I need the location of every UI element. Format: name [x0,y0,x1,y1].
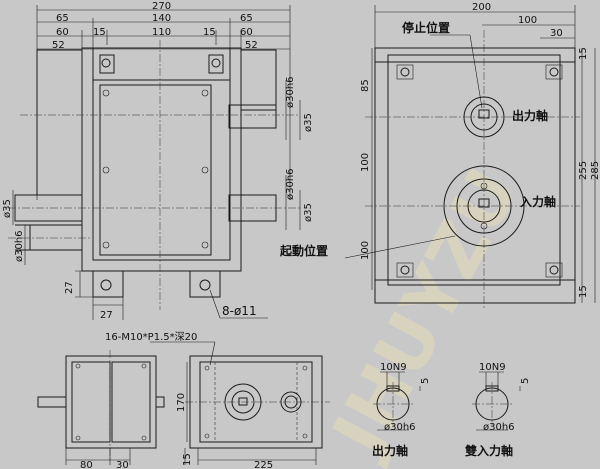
side-dim-100: 100 [518,15,537,26]
dim-right-2: ø35 [303,113,314,132]
dim-60-right: 60 [240,27,253,38]
in-dim-10n9: 10N9 [479,362,506,373]
callout-tapped-holes: 16-M10*P1.5*深20 [105,331,197,343]
side-dim-85: 85 [360,79,371,92]
side-view: 200 100 30 85 100 100 15 255 285 15 停止位置… [279,2,600,310]
out-dim-5: 5 [420,378,431,384]
bottom-dim-80: 80 [80,460,93,469]
side-dim-200: 200 [472,2,491,13]
label-stop-position: 停止位置 [402,20,450,35]
dim-140: 140 [152,13,171,24]
dim-left-1: ø35 [2,199,13,218]
dim-60-left: 60 [56,27,69,38]
dim-right-1: ø30h6 [285,76,296,108]
out-dim-10n9: 10N9 [380,362,407,373]
bottom-dim-225: 225 [254,460,273,469]
dim-8-holes: 8-ø11 [222,304,257,318]
bottom-dim-30: 30 [116,460,129,469]
caption-dual-input-shaft: 雙入力軸 [465,443,513,458]
dim-15-right: 15 [203,27,216,38]
side-dim-15-bottom: 15 [578,285,589,298]
side-dim-285: 285 [590,161,600,180]
caption-output-shaft: 出力軸 [372,443,408,458]
dim-27-horiz: 27 [100,310,113,321]
label-input-shaft: 入力軸 [520,194,556,209]
out-dim-30h6: ø30h6 [384,422,416,433]
in-dim-5: 5 [520,378,531,384]
side-dim-100b: 100 [360,241,371,260]
side-dim-100a: 100 [360,153,371,172]
dim-52-right: 52 [245,40,258,51]
detail-output-shaft: 10N9 5 ø30h6 出力軸 [372,362,431,458]
side-dim-255: 255 [578,161,589,180]
in-dim-30h6: ø30h6 [483,422,515,433]
detail-input-shaft: 10N9 5 ø30h6 雙入力軸 [465,362,531,458]
dim-110: 110 [152,27,171,38]
dim-65-right: 65 [240,13,253,24]
bottom-side-view: 16-M10*P1.5*深20 170 15 225 [105,331,330,469]
dim-27-vert: 27 [64,281,75,294]
dim-15-left: 15 [93,27,106,38]
label-output-shaft: 出力軸 [512,108,548,123]
bottom-dim-170: 170 [176,393,187,412]
dim-65-left: 65 [56,13,69,24]
label-start-position: 起動位置 [279,243,328,258]
side-dim-30: 30 [550,28,563,39]
dim-left-2: ø30h6 [14,230,25,262]
bottom-dim-15: 15 [182,453,193,466]
dim-right-4: ø35 [303,203,314,222]
side-dim-15-top: 15 [578,47,589,60]
dim-right-3: ø30h6 [285,168,296,200]
front-view: 270 65 140 65 60 15 110 15 60 52 52 ø30h… [2,1,314,321]
dim-270: 270 [152,1,171,12]
bottom-front-view: 80 30 [37,350,165,469]
dim-52-left: 52 [52,40,65,51]
